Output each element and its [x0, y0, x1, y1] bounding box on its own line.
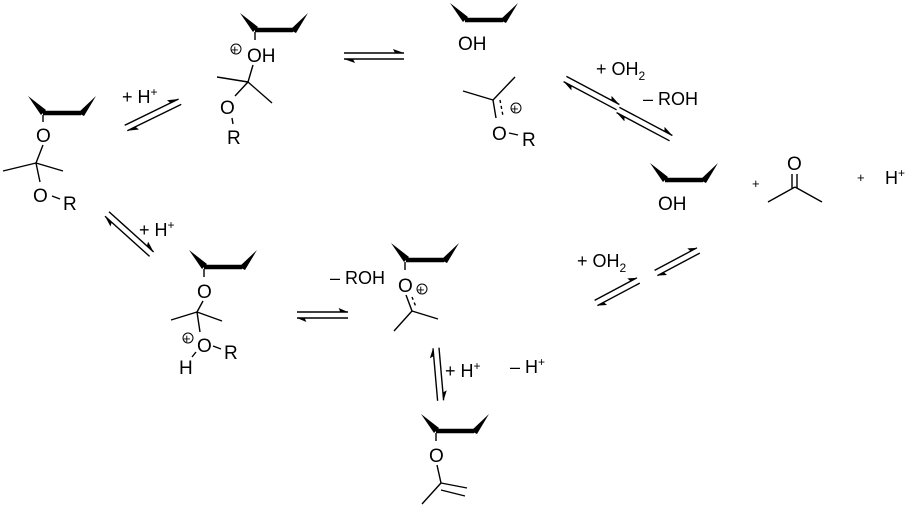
atom-o: O	[429, 446, 444, 467]
equilibrium-arrows-f-d: + OH2	[577, 243, 703, 310]
equilibrium-arrow-b-c	[343, 48, 405, 64]
acetal-starting-material: O O R	[2, 96, 96, 215]
atom-o: O	[33, 186, 48, 207]
alcohol-and-oxocarbenium: OH + O R	[450, 3, 536, 151]
equilibrium-arrow-f-g: + H+ – H+	[428, 346, 545, 402]
atom-o: O	[492, 124, 507, 145]
positive-charge: +	[183, 331, 191, 346]
label-add-proton: + H+	[445, 359, 481, 381]
label-add-proton: + H+	[139, 218, 175, 240]
atom-r: R	[522, 130, 536, 151]
atom-o: O	[220, 98, 235, 119]
positive-charge: +	[511, 101, 519, 116]
atom-o: O	[36, 126, 51, 147]
equilibrium-arrow-a-e: + H+	[101, 208, 175, 261]
atom-r: R	[224, 343, 238, 364]
label-remove-roh: – ROH	[643, 89, 698, 109]
equilibrium-arrows-c-d: + OH2 – ROH	[561, 59, 698, 146]
positive-charge: +	[231, 42, 239, 57]
label-remove-proton: – H+	[510, 355, 545, 377]
sugar-oxocarbenium: O +	[391, 243, 459, 332]
atom-o: O	[197, 336, 212, 357]
atom-r: R	[227, 128, 241, 149]
label-add-water: + OH2	[577, 251, 627, 275]
protonated-acetal-sugar-oxygen: + OH O R	[216, 13, 308, 149]
label-add-proton: + H+	[122, 85, 158, 107]
atom-h: H	[179, 358, 193, 379]
atom-o: O	[398, 276, 413, 297]
plus-sign: +	[857, 170, 865, 185]
atom-o: O	[787, 154, 802, 175]
enol-ether: O	[421, 414, 489, 505]
atom-r: R	[63, 194, 77, 215]
atom-oh: OH	[247, 46, 276, 67]
positive-charge: +	[417, 282, 425, 297]
hydrolysis-products: OH + O + H+	[650, 154, 905, 215]
label-remove-roh: – ROH	[330, 268, 385, 288]
equilibrium-arrow-e-f: – ROH	[296, 268, 385, 323]
atom-oh: OH	[458, 34, 487, 55]
sugar-fragment	[28, 96, 96, 116]
plus-sign: +	[752, 176, 760, 191]
atom-oh: OH	[658, 194, 687, 215]
protonated-acetal-alkoxy-oxygen: O + O R H	[170, 250, 257, 379]
equilibrium-arrow-a-b: + H+	[122, 85, 184, 135]
label-add-water: + OH2	[596, 59, 646, 83]
atom-o: O	[197, 282, 212, 303]
proton: H+	[885, 166, 905, 188]
